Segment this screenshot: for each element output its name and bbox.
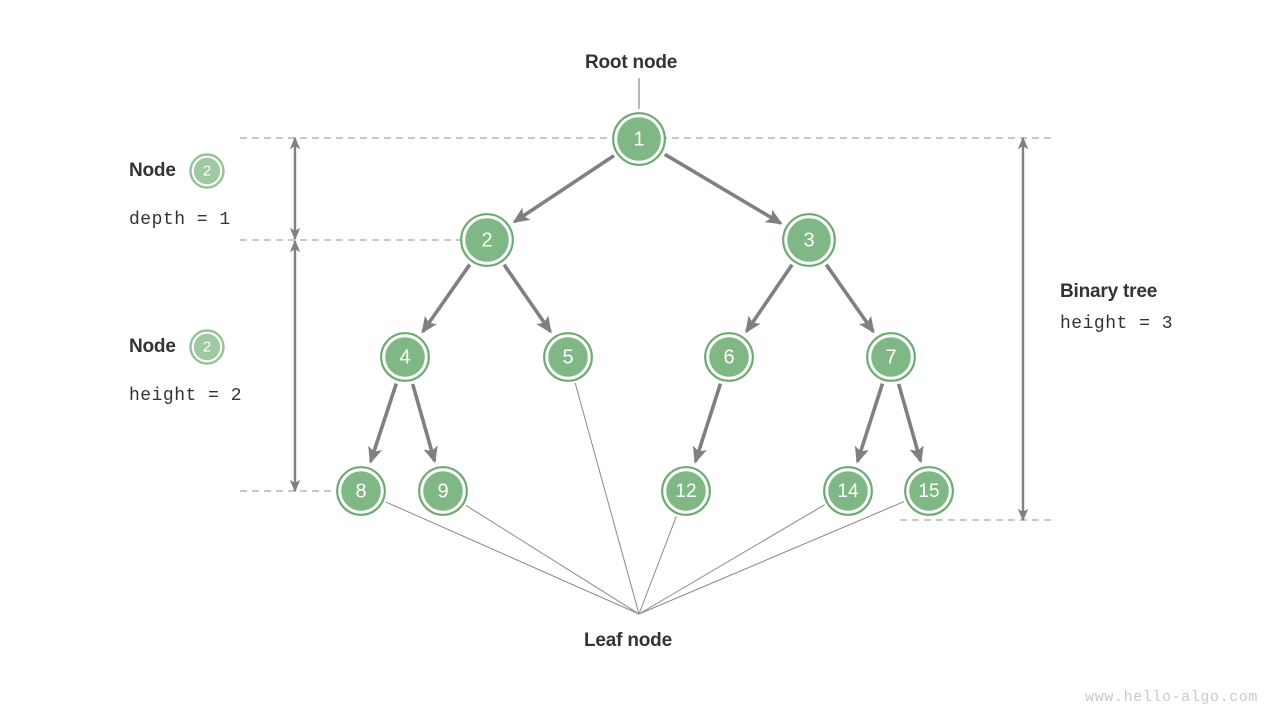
annotation-node-depth-title: Node — [129, 160, 176, 181]
annotation-node-depth-detail: depth = 1 — [129, 210, 231, 230]
tree-edge-n6-n12 — [692, 383, 723, 464]
tree-node-label: 15 — [918, 481, 939, 502]
tree-node-7[interactable]: 7 — [866, 332, 916, 382]
annotation-node-height-badge-value: 2 — [203, 339, 211, 356]
tree-node-label: 1 — [633, 129, 644, 151]
tree-node-2[interactable]: 2 — [460, 213, 514, 267]
tree-node-label: 9 — [437, 481, 448, 503]
annotation-node-height: Node 2 height = 2 — [129, 328, 242, 406]
tree-edge-n2-n4 — [421, 263, 472, 334]
tree-edge-n4-n8 — [368, 383, 398, 464]
tree-node-label: 14 — [837, 481, 859, 502]
tree-edge-n1-n3 — [663, 152, 783, 225]
tree-node-12[interactable]: 12 — [661, 466, 711, 516]
tree-edge-n3-n6 — [745, 263, 794, 334]
tree-edge-n4-n9 — [410, 383, 438, 464]
annotation-node-depth-badge: 2 — [188, 152, 226, 190]
annotation-tree-height-detail: height = 3 — [1060, 314, 1174, 334]
tree-node-6[interactable]: 6 — [704, 332, 754, 382]
tree-node-3[interactable]: 3 — [782, 213, 836, 267]
tree-node-label: 2 — [481, 230, 492, 252]
leaf-connector-line — [465, 504, 640, 615]
tree-node-4[interactable]: 4 — [380, 332, 430, 382]
root-node-label: Root node — [585, 52, 678, 73]
tree-node-label: 3 — [803, 230, 814, 252]
tree-node-5[interactable]: 5 — [543, 332, 593, 382]
tree-node-1[interactable]: 1 — [612, 112, 666, 166]
annotation-node-depth-badge-value: 2 — [203, 163, 211, 180]
tree-node-14[interactable]: 14 — [823, 466, 873, 516]
leaf-connector-line — [638, 504, 825, 615]
leaf-connector-line — [638, 501, 905, 615]
tree-node-label: 8 — [355, 481, 366, 503]
annotation-node-height-detail: height = 2 — [129, 386, 243, 406]
leaf-connector-line — [385, 501, 640, 615]
annotation-tree-height: Binary tree height = 3 — [1060, 281, 1173, 334]
annotation-node-height-badge: 2 — [188, 328, 226, 366]
measure-arrows — [289, 136, 1029, 522]
annotation-node-height-heading: Node 2 — [129, 328, 242, 366]
leaf-node-label: Leaf node — [584, 630, 672, 651]
tree-edge-n2-n5 — [502, 263, 552, 334]
leaf-connector-line — [638, 516, 677, 615]
tree-edges — [368, 152, 924, 464]
annotation-node-height-title: Node — [129, 336, 176, 357]
tree-edge-n7-n14 — [854, 383, 885, 464]
tree-node-label: 6 — [723, 347, 734, 369]
annotation-node-depth-heading: Node 2 — [129, 152, 231, 190]
tree-node-9[interactable]: 9 — [418, 466, 468, 516]
tree-edge-n3-n7 — [824, 263, 875, 334]
guide-lines — [240, 137, 1055, 521]
tree-node-15[interactable]: 15 — [904, 466, 954, 516]
tree-node-label: 12 — [675, 481, 696, 502]
tree-node-8[interactable]: 8 — [336, 466, 386, 516]
tree-edge-n7-n15 — [896, 383, 924, 464]
tree-node-label: 4 — [399, 347, 410, 369]
leaf-connector-line — [574, 382, 640, 615]
annotation-tree-height-title: Binary tree — [1060, 281, 1158, 302]
tree-edge-n1-n2 — [512, 154, 616, 224]
annotation-node-depth: Node 2 depth = 1 — [129, 152, 231, 230]
tree-node-label: 5 — [562, 347, 573, 369]
watermark: www.hello-algo.com — [1085, 689, 1258, 706]
leaf-connector-lines — [385, 382, 905, 615]
tree-node-label: 7 — [885, 347, 896, 369]
